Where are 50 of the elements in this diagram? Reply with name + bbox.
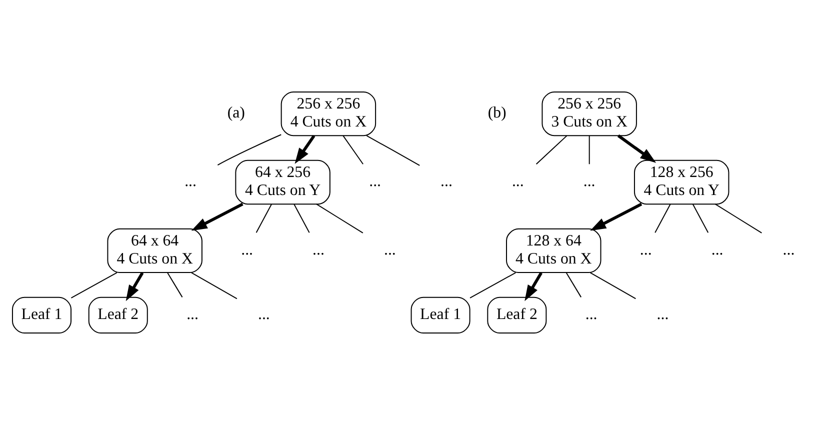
connector: [566, 272, 582, 298]
node-text: ...: [640, 240, 652, 258]
node-text: ...: [369, 172, 382, 190]
node-text: ...: [186, 305, 198, 322]
node-box: 128 x 256 4 Cuts on Y: [634, 159, 730, 204]
node-text: ...: [312, 240, 324, 258]
node-text: ...: [241, 240, 254, 258]
connector: [590, 272, 636, 299]
connector: [342, 134, 364, 164]
arrow: [126, 272, 144, 301]
node-text: ...: [512, 172, 524, 190]
node-text: ...: [440, 172, 452, 190]
node-text: ...: [656, 305, 669, 322]
connector: [256, 203, 272, 233]
node-box: Leaf 2: [88, 296, 148, 334]
node-box: 256 x 256 3 Cuts on X: [542, 90, 637, 136]
arrow: [590, 202, 642, 230]
node-text: ...: [782, 240, 795, 258]
connector: [536, 134, 568, 164]
connector: [190, 272, 238, 299]
connector: [692, 203, 709, 233]
node-box: Leaf 2: [487, 296, 547, 334]
connector: [588, 134, 590, 164]
arrow: [191, 202, 244, 230]
connector: [294, 203, 310, 233]
connector: [70, 272, 118, 298]
node-text: ...: [384, 240, 396, 258]
node-box: 256 x 256 4 Cuts on X: [280, 90, 376, 136]
label: (b): [488, 104, 506, 122]
connector: [316, 203, 364, 233]
node-box: 128 x 64 4 Cuts on X: [506, 228, 602, 273]
node-text: ...: [711, 240, 724, 258]
node-text: ...: [583, 172, 596, 190]
connector: [217, 134, 282, 166]
node-box: Leaf 1: [410, 296, 470, 334]
connector: [366, 134, 420, 166]
node-box: 64 x 64 4 Cuts on X: [107, 228, 202, 273]
node-text: ...: [585, 305, 598, 322]
connector: [167, 272, 183, 298]
connector: [470, 272, 516, 298]
node-text: ...: [184, 172, 196, 190]
connector: [714, 203, 762, 233]
arrow: [617, 134, 656, 162]
arrow: [524, 272, 542, 301]
node-box: Leaf 1: [12, 296, 72, 334]
node-text: ...: [258, 305, 270, 322]
arrow: [294, 134, 316, 164]
label: (a): [227, 104, 245, 122]
node-box: 64 x 256 4 Cuts on Y: [235, 159, 330, 204]
connector: [654, 203, 671, 233]
